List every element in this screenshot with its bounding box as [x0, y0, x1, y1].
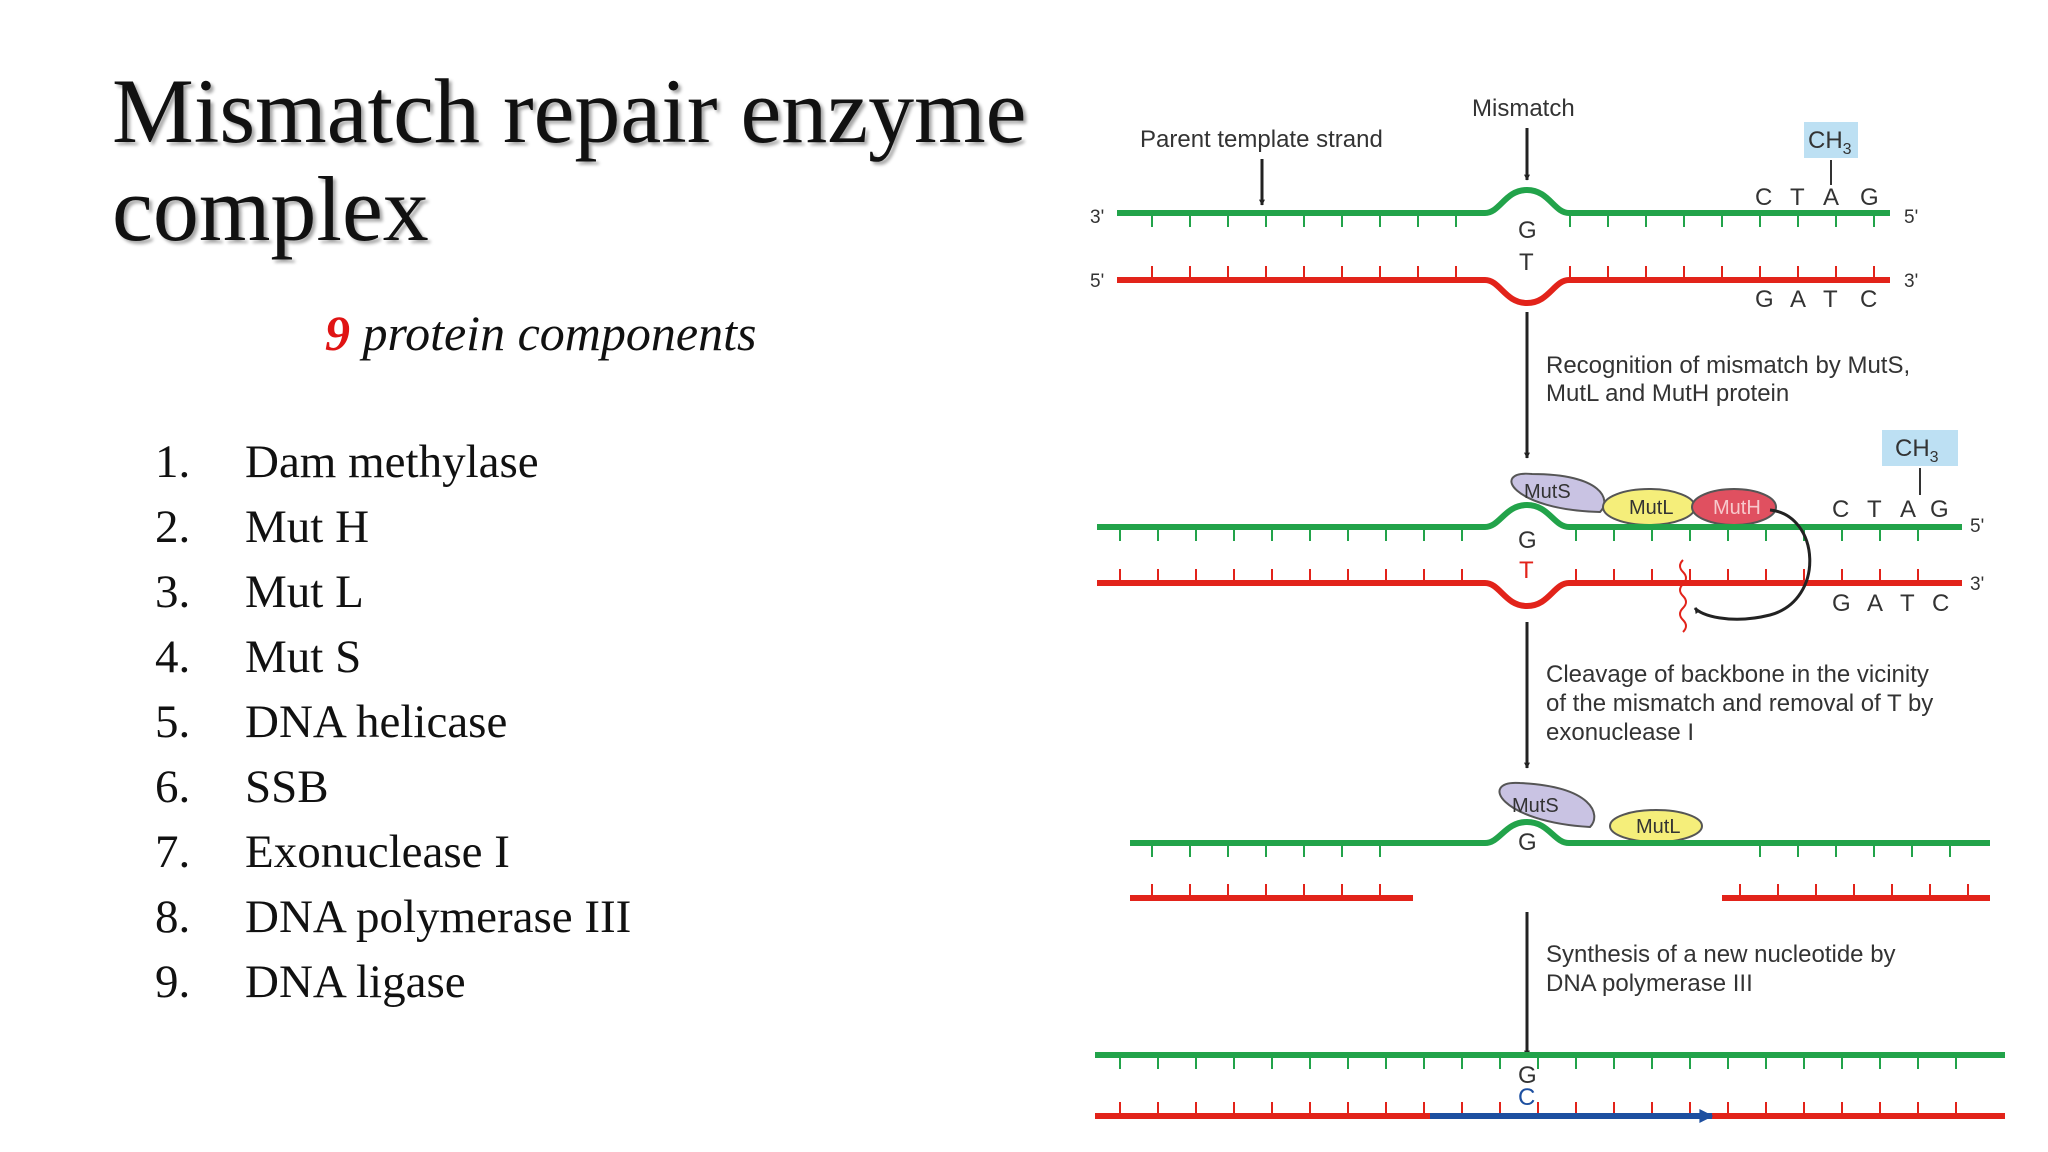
parent-strand: [1117, 186, 1890, 216]
mutl-label: MutL: [1629, 497, 1673, 519]
svg-text:G: G: [1755, 286, 1774, 313]
list-number: 7.: [155, 826, 191, 878]
svg-text:A: A: [1867, 590, 1883, 617]
base-t: T: [1519, 557, 1534, 584]
svg-text:T: T: [1900, 590, 1915, 617]
mutl-label: MutL: [1636, 816, 1680, 838]
prime-label: 5': [1090, 271, 1104, 292]
svg-text:G: G: [1860, 184, 1879, 211]
list-item: 4. Mut S: [155, 625, 631, 690]
list-number: 4.: [155, 631, 191, 683]
list-item: 6. SSB: [155, 755, 631, 820]
svg-text:A: A: [1823, 184, 1839, 211]
list-number: 3.: [155, 566, 191, 618]
base-g: G: [1518, 217, 1537, 244]
methyl-label: CH3: [1808, 127, 1852, 158]
list-item: 7. Exonuclease I: [155, 820, 631, 885]
strand-ticks: [1119, 1055, 1957, 1116]
step2-text: Cleavage of backbone in the vicinity: [1546, 661, 1929, 688]
strand-ticks: [1151, 213, 1875, 280]
step3-text: Synthesis of a new nucleotide by: [1546, 941, 1896, 968]
step1-text: MutL and MutH protein: [1546, 380, 1789, 407]
list-item: 2. Mut H: [155, 495, 631, 560]
subtitle-number: 9: [325, 305, 350, 361]
muts-protein: [1498, 781, 1596, 829]
svg-text:T: T: [1823, 286, 1838, 313]
strand-ticks: [1151, 843, 1969, 898]
svg-text:G: G: [1832, 590, 1851, 617]
slide-title: Mismatch repair enzyme complex: [112, 62, 1027, 258]
prime-label: 5': [1970, 516, 1984, 537]
daughter-strand: [1117, 277, 1890, 307]
parent-strand: [1130, 818, 1990, 846]
svg-text:C: C: [1860, 286, 1877, 313]
svg-text:C: C: [1755, 184, 1772, 211]
base-g: G: [1518, 829, 1537, 856]
list-item: 1. Dam methylase: [155, 430, 631, 495]
nick-arrow: [1693, 508, 1812, 621]
prime-label: 3': [1904, 271, 1918, 292]
daughter-strand: [1097, 580, 1962, 610]
svg-text:C: C: [1832, 496, 1849, 523]
subtitle: 9 protein components: [325, 304, 756, 362]
title-line-1: Mismatch repair enzyme: [112, 60, 1027, 162]
list-number: 6.: [155, 761, 191, 813]
mismatch-label: Mismatch: [1472, 95, 1575, 122]
methyl-box: [1804, 122, 1858, 158]
list-number: 8.: [155, 891, 191, 943]
list-item: 3. Mut L: [155, 560, 631, 625]
svg-text:C: C: [1932, 590, 1949, 617]
list-text: Dam methylase: [245, 436, 539, 488]
svg-text:T: T: [1867, 496, 1882, 523]
list-text: SSB: [245, 761, 329, 813]
list-item: 8. DNA polymerase III: [155, 885, 631, 950]
strand-ticks: [1119, 527, 1919, 583]
gatc-top: C T A G: [1755, 184, 1879, 211]
svg-text:A: A: [1900, 496, 1916, 523]
step2-text: of the mismatch and removal of T by: [1546, 690, 1933, 717]
base-g: G: [1518, 527, 1537, 554]
prime-label: 3': [1970, 574, 1984, 595]
list-item: 9. DNA ligase: [155, 950, 631, 1015]
muts-label: MutS: [1512, 795, 1559, 817]
gatc-bottom: G A T C: [1755, 286, 1877, 313]
svg-text:T: T: [1790, 184, 1805, 211]
svg-text:G: G: [1930, 496, 1949, 523]
svg-text:A: A: [1790, 286, 1806, 313]
parent-template-label: Parent template strand: [1140, 126, 1383, 153]
subtitle-text: protein components: [362, 305, 757, 361]
component-list: 1.Dam methylase 2.Mut H 3.Mut L 4.Mut S …: [155, 430, 631, 1015]
list-text: Mut H: [245, 501, 370, 553]
title-line-2: complex: [112, 158, 429, 260]
muth-label: MutH: [1713, 497, 1761, 519]
list-text: DNA ligase: [245, 956, 466, 1008]
step1-text: Recognition of mismatch by MutS,: [1546, 352, 1910, 379]
muts-protein: [1510, 472, 1606, 514]
list-number: 9.: [155, 956, 191, 1008]
list-text: Mut L: [245, 566, 364, 618]
methyl-label: CH3: [1895, 435, 1939, 466]
prime-label: 3': [1090, 207, 1104, 228]
base-c: C: [1518, 1084, 1535, 1111]
list-item: 5. DNA helicase: [155, 690, 631, 755]
list-text: Mut S: [245, 631, 362, 683]
list-number: 1.: [155, 436, 191, 488]
parent-strand: [1097, 501, 1962, 530]
step3-text: DNA polymerase III: [1546, 970, 1753, 997]
base-t: T: [1519, 249, 1534, 276]
list-number: 5.: [155, 696, 191, 748]
step2-text: exonuclease I: [1546, 719, 1694, 746]
list-text: DNA helicase: [245, 696, 508, 748]
gatc-bottom: G A T C: [1832, 590, 1949, 617]
muts-label: MutS: [1524, 481, 1571, 503]
list-number: 2.: [155, 501, 191, 553]
list-text: Exonuclease I: [245, 826, 510, 878]
methyl-box: [1882, 430, 1958, 466]
gatc-top: C T A G: [1832, 496, 1949, 523]
base-g: G: [1518, 1062, 1537, 1089]
cleavage-squiggle: [1679, 559, 1687, 633]
list-text: DNA polymerase III: [245, 891, 632, 943]
prime-label: 5': [1904, 207, 1918, 228]
